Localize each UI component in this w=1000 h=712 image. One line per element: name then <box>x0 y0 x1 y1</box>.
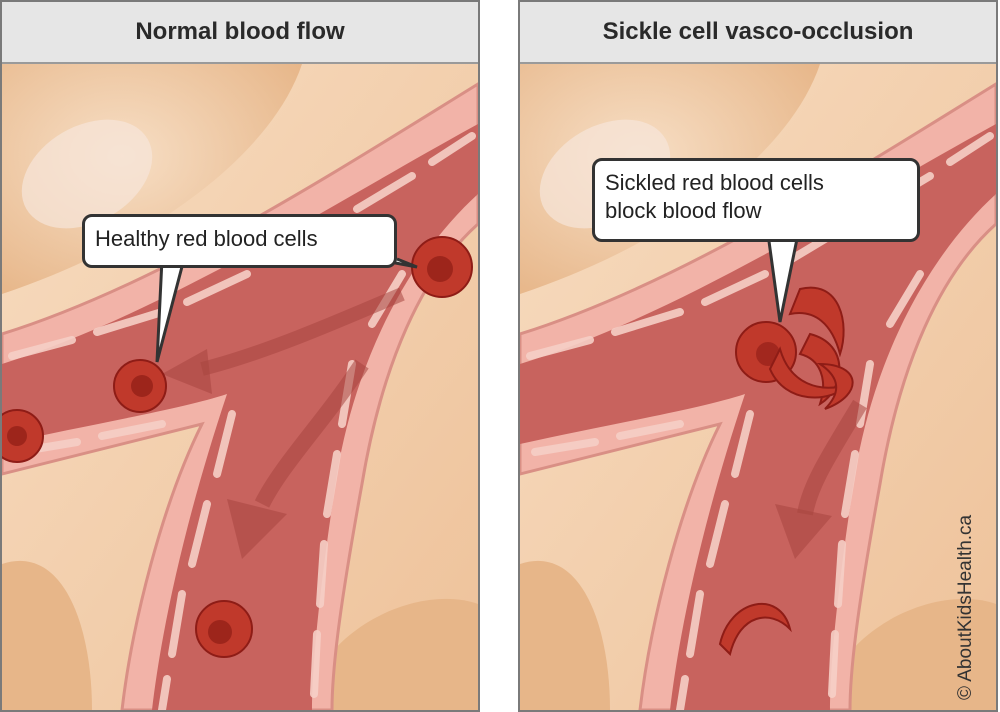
panel-title: Normal blood flow <box>2 2 478 64</box>
healthy-red-blood-cell <box>196 601 252 657</box>
sickled-cells-callout: Sickled red blood cells block blood flow <box>592 158 920 242</box>
callout-line: Sickled red blood cells <box>605 169 907 197</box>
callout-pointer <box>760 232 820 327</box>
normal-blood-flow-panel: Normal blood flow <box>0 0 480 712</box>
vessel-illustration <box>2 64 478 710</box>
vessel-svg <box>2 64 478 710</box>
healthy-red-blood-cell <box>2 410 43 462</box>
callout-line: block blood flow <box>605 197 907 225</box>
sickle-cell-panel: Sickle cell vasco-occlusion <box>518 0 998 712</box>
healthy-red-blood-cell <box>114 360 166 412</box>
callout-pointer <box>142 257 422 367</box>
copyright-credit: © AboutKidsHealth.ca <box>955 515 977 700</box>
healthy-cells-callout: Healthy red blood cells <box>82 214 397 268</box>
panel-title: Sickle cell vasco-occlusion <box>520 2 996 64</box>
